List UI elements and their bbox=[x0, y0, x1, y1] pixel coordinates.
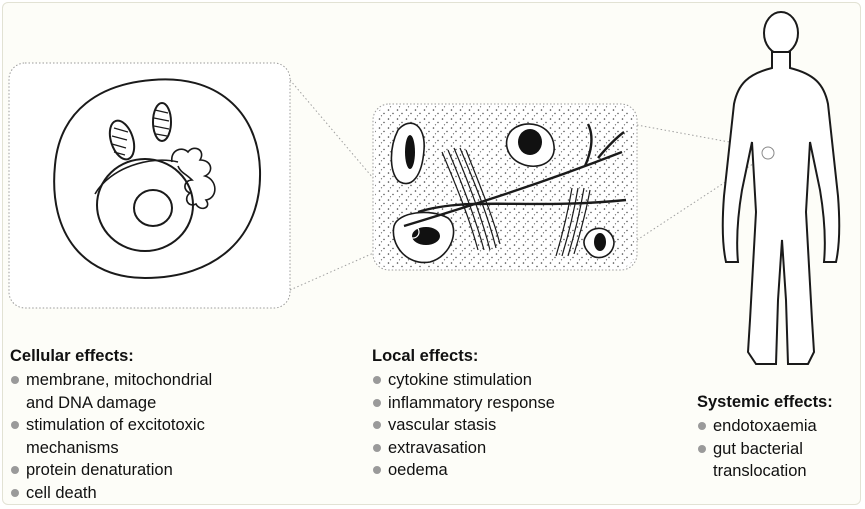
local-effects-list: cytokine stimulation inflammatory respon… bbox=[372, 369, 632, 482]
cell-panel bbox=[8, 62, 291, 309]
cellular-effects-title: Cellular effects: bbox=[10, 347, 134, 365]
list-item: stimulation of excitotoxic mechanisms bbox=[10, 414, 290, 459]
systemic-effects-list: endotoxaemia gut bacterial translocation bbox=[697, 415, 862, 483]
blood-vessels bbox=[403, 123, 627, 228]
list-item: vascular stasis bbox=[372, 414, 632, 437]
human-silhouette bbox=[721, 11, 841, 365]
list-item: oedema bbox=[372, 459, 632, 482]
local-effects-title: Local effects: bbox=[372, 347, 479, 365]
cellular-effects-block: Cellular effects: membrane, mitochondria… bbox=[10, 346, 290, 504]
tissue-illustration bbox=[390, 122, 615, 264]
mitochondrion-left bbox=[108, 119, 136, 161]
list-item: inflammatory response bbox=[372, 392, 632, 415]
cellular-effects-list: membrane, mitochondrial and DNA damage s… bbox=[10, 369, 290, 504]
mitochondrion-right bbox=[152, 102, 172, 142]
list-item: cytokine stimulation bbox=[372, 369, 632, 392]
abdomen-marker bbox=[761, 146, 775, 160]
systemic-effects-block: Systemic effects: endotoxaemia gut bacte… bbox=[697, 392, 862, 483]
local-effects-block: Local effects: cytokine stimulation infl… bbox=[372, 346, 632, 482]
list-item: protein denaturation bbox=[10, 459, 290, 482]
tissue-panel bbox=[372, 103, 638, 271]
fibre-bundles bbox=[441, 147, 591, 257]
list-item: extravasation bbox=[372, 437, 632, 460]
endoplasmic-reticulum bbox=[171, 147, 216, 210]
list-item: cell death bbox=[10, 482, 290, 505]
systemic-effects-title: Systemic effects: bbox=[697, 393, 833, 411]
list-item: endotoxaemia bbox=[697, 415, 862, 438]
cell-illustration bbox=[53, 78, 262, 280]
list-item: gut bacterial translocation bbox=[697, 438, 862, 483]
list-item: membrane, mitochondrial and DNA damage bbox=[10, 369, 290, 414]
